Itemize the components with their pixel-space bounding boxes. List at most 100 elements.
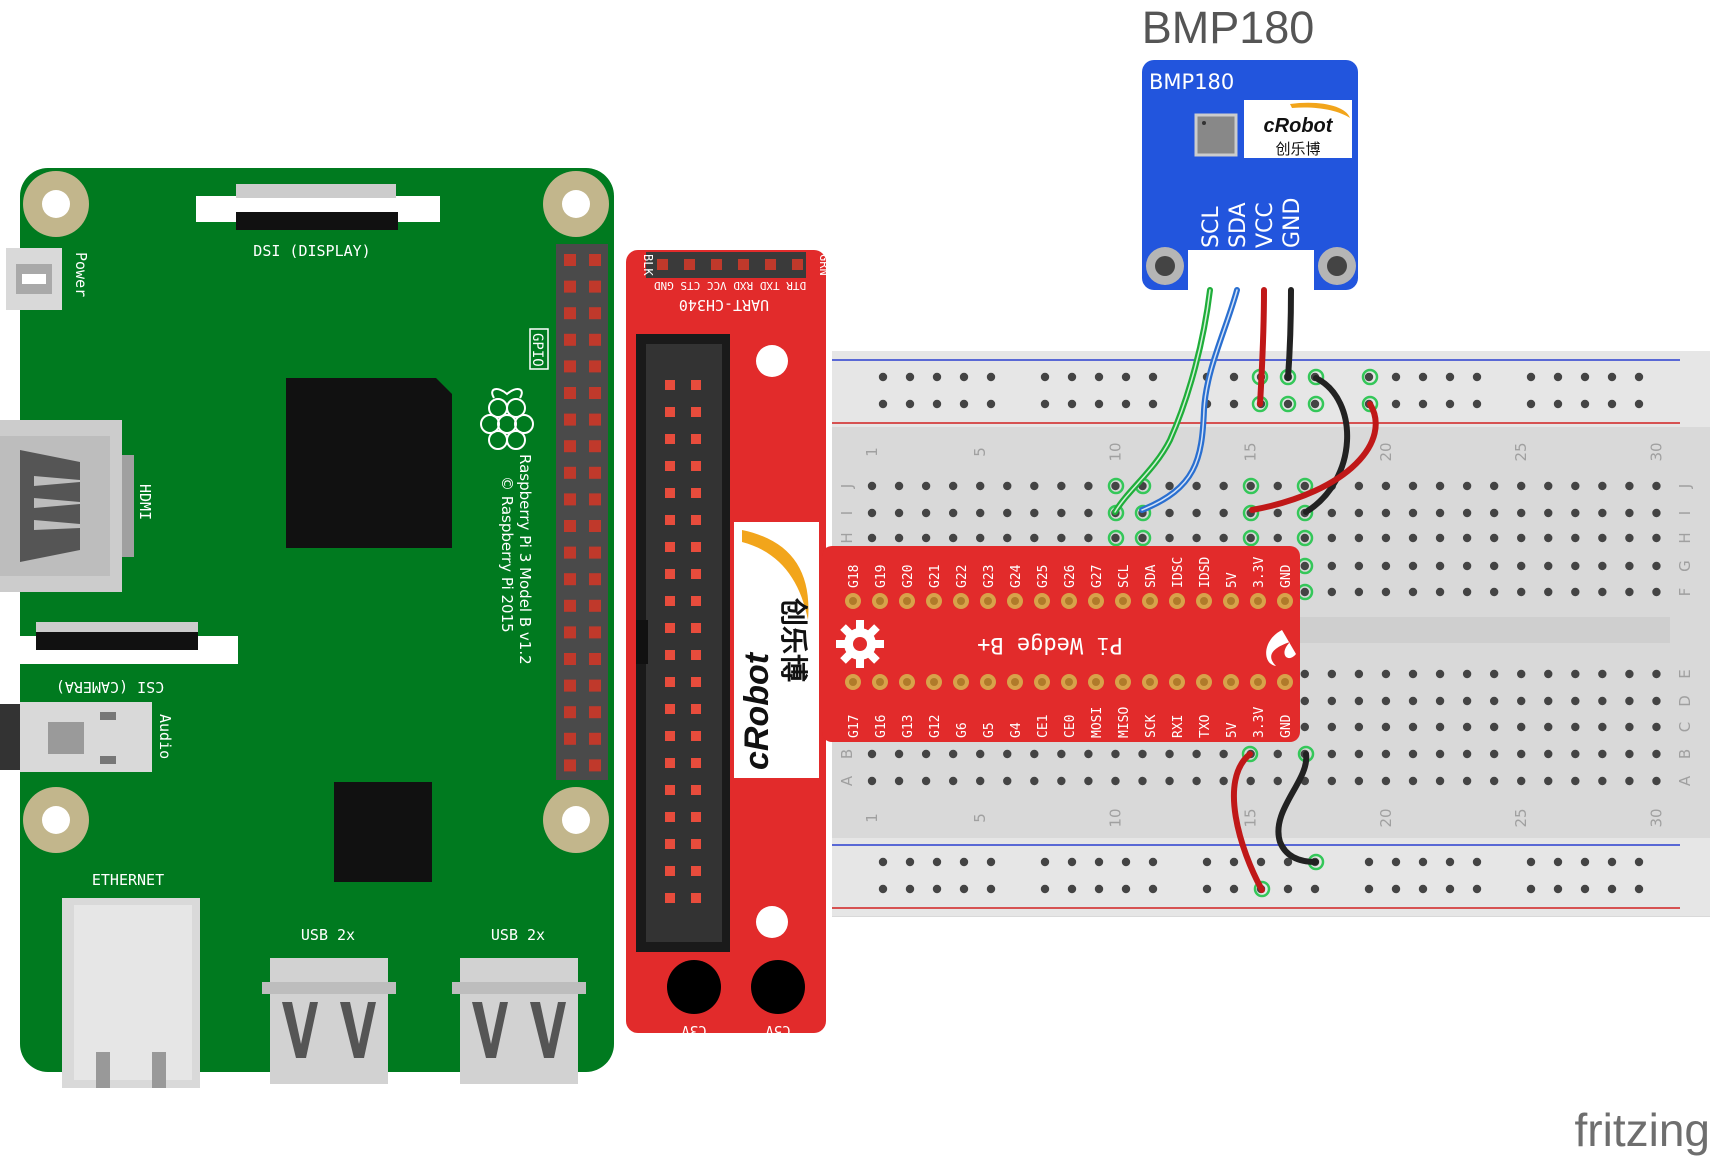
breadboard-hole <box>1354 508 1364 518</box>
connected-hole-highlight <box>1107 477 1125 495</box>
rpi-copyright-label: © Raspberry Pi 2015 <box>498 476 516 633</box>
column-number-bottom: 25 <box>1512 808 1530 827</box>
breadboard-hole <box>1462 533 1472 543</box>
sensor-mount-hole-center <box>1327 256 1347 276</box>
rail-hole <box>1040 399 1050 409</box>
rpi-board <box>20 168 614 1072</box>
wedge-pin-center <box>1227 678 1235 686</box>
rail-hole <box>1229 399 1239 409</box>
breadboard-hole <box>1462 749 1472 759</box>
breadboard-hole <box>1327 561 1337 571</box>
breadboard-hole <box>948 508 958 518</box>
rail-hole <box>1391 857 1401 867</box>
breadboard-hole <box>1246 533 1255 543</box>
c3v-pad <box>667 960 721 1014</box>
rpi-model-label: Raspberry Pi 3 Model B v1.2 <box>516 454 534 665</box>
soc-chip <box>286 378 452 548</box>
gpio-pin <box>589 254 601 266</box>
rail-hole <box>905 857 915 867</box>
breadboard-hole <box>1489 722 1499 732</box>
breadboard-hole <box>1544 508 1553 518</box>
breadboard-hole <box>1084 481 1093 491</box>
wedge-pin-label-bottom: G5 <box>982 722 997 738</box>
rail-hole <box>1607 372 1617 382</box>
wedge-pin-center <box>1119 678 1127 686</box>
idc-pin <box>691 488 701 498</box>
rail-hole <box>1580 372 1590 382</box>
gpio-pin <box>589 599 601 612</box>
breadboard-hole <box>1544 481 1553 491</box>
wedge-pin-center <box>1038 597 1046 605</box>
breadboard-hole <box>1381 481 1391 491</box>
wedge-pin-label-bottom: GND <box>1279 714 1294 738</box>
idc-pin <box>665 650 675 660</box>
rail-hole <box>878 399 888 409</box>
dsi-label: DSI (DISPLAY) <box>253 242 370 260</box>
breadboard-hole <box>1381 776 1391 786</box>
breadboard-hole <box>1327 508 1337 518</box>
breadboard-hole <box>1381 696 1391 706</box>
breadboard-hole <box>1138 749 1147 759</box>
idc-pin <box>665 758 675 768</box>
connected-hole-highlight <box>1361 395 1379 413</box>
gpio-pin <box>564 360 576 373</box>
breadboard-hole <box>1165 749 1174 759</box>
wedge-pin-center <box>1200 597 1208 605</box>
breadboard-hole <box>1462 696 1472 706</box>
rail-hole <box>1256 857 1266 867</box>
gpio-pin <box>564 493 576 506</box>
idc-pin <box>691 812 701 822</box>
rail-hole <box>1418 372 1428 382</box>
breadboard-hole <box>1354 561 1364 571</box>
wedge-pin-center <box>1065 597 1073 605</box>
wedge-pin-center <box>1173 597 1181 605</box>
breadboard-hole <box>1598 722 1607 732</box>
breadboard-hole <box>948 776 958 786</box>
rail-hole <box>1283 857 1293 867</box>
breadboard-hole <box>1111 481 1120 491</box>
breadboard-hole <box>1219 533 1228 543</box>
idc-pin <box>691 704 701 714</box>
wire-vcc <box>1257 287 1267 407</box>
usb-port-2 <box>452 958 586 1084</box>
gpio-pin <box>564 466 576 479</box>
rail-hole <box>1526 884 1536 894</box>
wedge-pin-label-top: IDSD <box>1198 557 1213 588</box>
breadboard-hole <box>1300 587 1310 597</box>
rail-hole <box>1121 372 1131 382</box>
breadboard-hole <box>1571 669 1580 679</box>
row-letter-right: G <box>1676 560 1694 572</box>
wedge-pin-center <box>849 597 857 605</box>
gpio-pin <box>564 679 576 692</box>
breadboard-hole <box>894 481 904 491</box>
connected-hole-highlight <box>1296 529 1314 547</box>
idc-pins <box>665 380 701 903</box>
uart-pin <box>684 259 695 270</box>
wedge-pin-center <box>930 678 938 686</box>
wire-highlight <box>1114 289 1211 513</box>
rail-hole <box>1229 884 1239 894</box>
breadboard-hole <box>1300 533 1310 543</box>
hdmi-label: HDMI <box>136 484 154 520</box>
rail-hole <box>1634 372 1644 382</box>
breadboard-hole <box>1517 669 1526 679</box>
wedge-pin-label-top: G24 <box>1009 564 1024 588</box>
connected-hole-highlight <box>1242 529 1260 547</box>
breadboard-hole <box>1652 749 1661 759</box>
breadboard-hole <box>1192 749 1201 759</box>
column-number-top: 25 <box>1512 442 1530 461</box>
rail-hole <box>959 372 969 382</box>
rail-hole <box>932 399 942 409</box>
column-number-top: 10 <box>1106 442 1124 461</box>
breadboard-hole <box>1625 481 1634 491</box>
c5v-pad <box>751 960 805 1014</box>
breadboard-hole <box>1084 749 1093 759</box>
breadboard-hole <box>1489 481 1499 491</box>
breadboard-hole <box>1652 776 1661 786</box>
raspberry-pi: DSI (DISPLAY) Power HDMI CSI (CAMERA) <box>0 168 614 1088</box>
wedge-pin-center <box>876 678 884 686</box>
flame-icon <box>1266 630 1296 666</box>
idc-pin <box>691 407 701 417</box>
breadboard-hole <box>894 508 904 518</box>
breadboard-hole <box>1408 561 1418 571</box>
